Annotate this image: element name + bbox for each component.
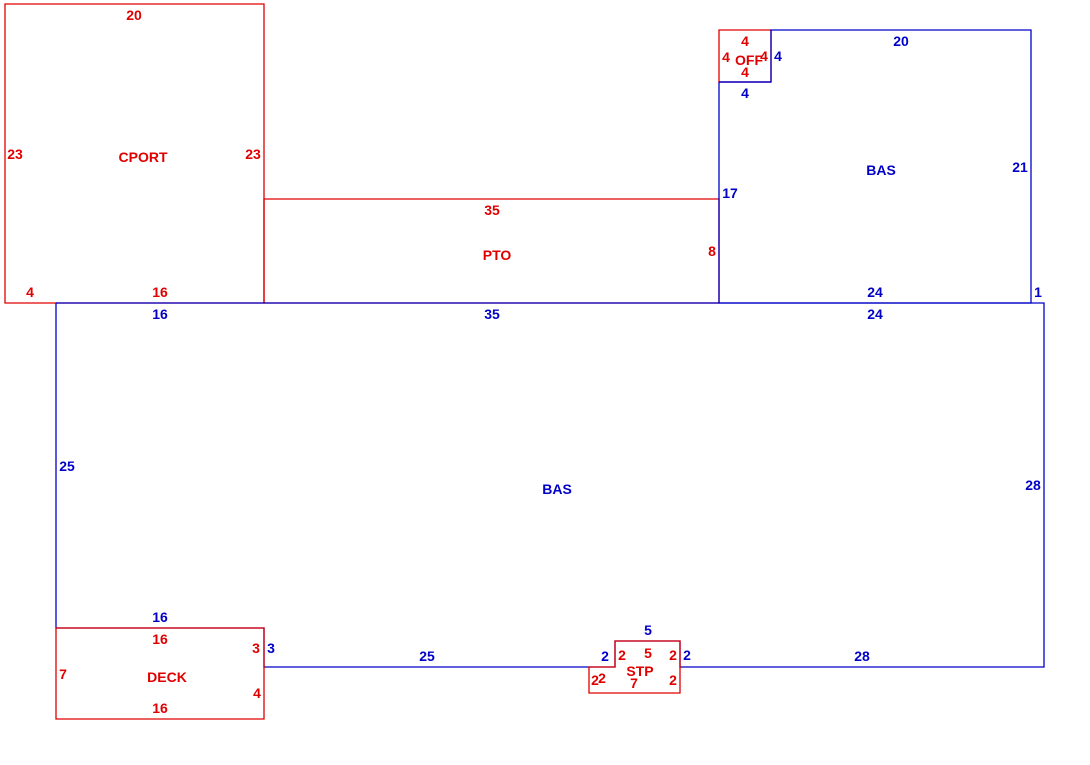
dim-label: 2 [669,647,677,663]
dim-label: 16 [152,284,168,300]
dim-label: 4 [722,49,730,65]
deck-outline [55,627,265,720]
dim-label: 25 [59,458,75,474]
dim-label: 4 [741,33,749,49]
dim-label: 23 [7,146,23,162]
dim-label: 1 [1034,284,1042,300]
dim-label: 35 [484,202,500,218]
dim-label: 16 [152,306,168,322]
dim-label: 4 [774,48,782,64]
dim-label: 25 [419,648,435,664]
dim-label: 28 [854,648,870,664]
dim-label: 23 [245,146,261,162]
dim-label: 20 [126,7,142,23]
dim-label: 16 [152,609,168,625]
dim-label: 4 [760,48,768,64]
dim-label: 2 [598,670,606,686]
dim-label: 3 [252,640,260,656]
dim-label: 5 [644,645,652,661]
area-label-pto: PTO [483,247,512,263]
dim-label: 17 [722,185,738,201]
area-label-bas-main: BAS [542,481,572,497]
dim-label: 20 [893,33,909,49]
dim-label: 5 [644,622,652,638]
dim-label: 2 [683,647,691,663]
area-label-off: OFF [735,52,763,68]
dim-label: 35 [484,306,500,322]
dim-label: 24 [867,284,883,300]
dim-label: 16 [152,631,168,647]
area-label-deck: DECK [147,669,187,685]
area-label-stp: STP [626,663,653,679]
area-label-bas-upper: BAS [866,162,896,178]
stp-outline [588,640,681,694]
dim-label: 7 [59,666,67,682]
dim-label: 8 [708,243,716,259]
dim-label: 4 [741,64,749,80]
dim-label: 24 [867,306,883,322]
dim-label: 2 [618,647,626,663]
dim-label: 4 [253,685,261,701]
dim-label: 2 [669,672,677,688]
dim-label: 21 [1012,159,1028,175]
dim-label: 3 [267,640,275,656]
dim-label: 4 [26,284,34,300]
dim-label: 2 [601,648,609,664]
dim-label: 2 [591,672,599,688]
dim-label: 7 [630,675,638,691]
area-label-cport: CPORT [119,149,168,165]
dim-label: 4 [741,85,749,101]
dim-label: 16 [152,700,168,716]
dim-label: 28 [1025,477,1041,493]
